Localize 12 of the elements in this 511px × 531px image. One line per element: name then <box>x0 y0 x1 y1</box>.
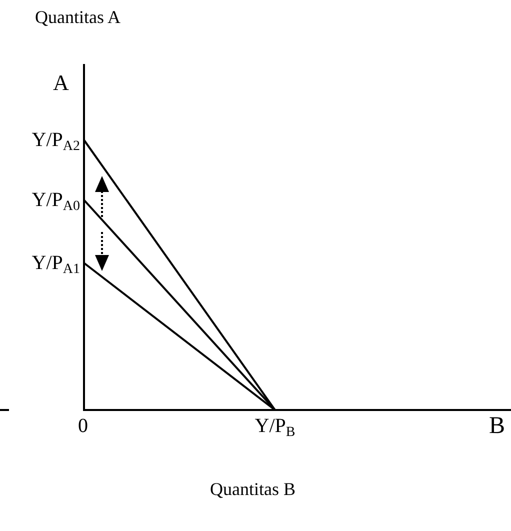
axis-label: Quantitas B <box>210 480 296 498</box>
budget-line <box>83 262 276 411</box>
axis-label: A <box>53 72 69 94</box>
axis-label: B <box>489 414 506 438</box>
axis-value-label: Y/P$_{A0}$ <box>32 190 80 210</box>
budget-line <box>83 139 276 411</box>
axis-label: Quantitas A <box>35 8 120 26</box>
axis-value-label: Y/P$_{B}$ <box>254 416 296 436</box>
axis-value-label: Y/P$_{A1}$ <box>32 253 80 273</box>
axis-label: 0 <box>78 416 88 436</box>
axis-value-label: Y/P$_{A2}$ <box>32 130 80 150</box>
budget-line <box>83 199 276 411</box>
